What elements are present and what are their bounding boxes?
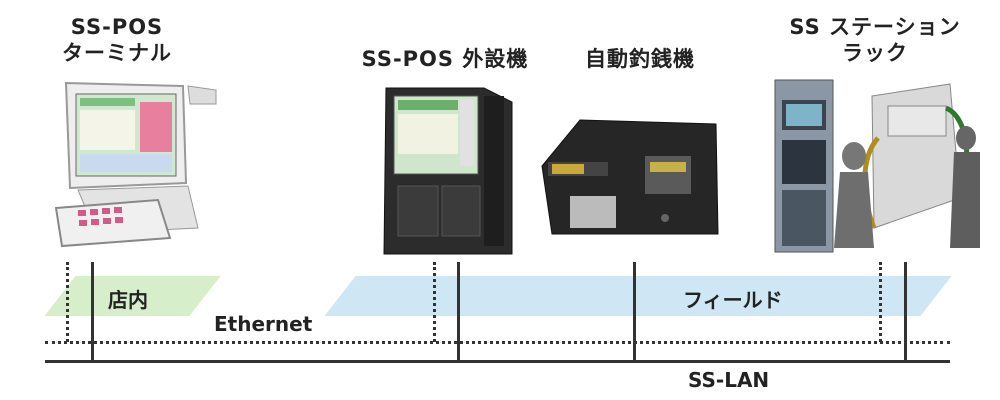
station-rack-label: SS ステーション ラック <box>770 14 980 66</box>
station-rack-label-line1: SS ステーション <box>789 15 961 39</box>
station-rack-label-line2: ラック <box>842 41 908 65</box>
external-sslan-drop <box>457 262 460 362</box>
sslan-bus-line <box>45 360 950 363</box>
sslan-label: SS-LAN <box>688 368 770 392</box>
ethernet-label: Ethernet <box>212 312 315 336</box>
external-device-label: SS-POS 外設機 <box>361 47 529 71</box>
field-zone-band <box>324 276 952 316</box>
changer-sslan-drop <box>633 262 636 362</box>
external-ethernet-drop <box>433 262 436 342</box>
terminal-ethernet-drop <box>66 262 69 342</box>
terminal-label: SS-POS ターミナル <box>62 14 172 66</box>
pos-external-device-image <box>383 87 513 255</box>
station-sslan-drop <box>904 262 907 362</box>
coin-changer-image <box>541 119 719 235</box>
terminal-sslan-drop <box>91 262 94 362</box>
store-zone-label: 店内 <box>108 288 148 312</box>
ethernet-bus-line <box>45 341 950 344</box>
ss-station-image <box>774 79 980 253</box>
terminal-label-line2: ターミナル <box>62 41 172 65</box>
field-zone-label: フィールド <box>683 288 783 312</box>
station-ethernet-drop <box>879 262 882 342</box>
pos-terminal-image <box>54 81 217 248</box>
coin-changer-label: 自動釣銭機 <box>585 47 695 71</box>
terminal-label-line1: SS-POS <box>70 15 164 39</box>
